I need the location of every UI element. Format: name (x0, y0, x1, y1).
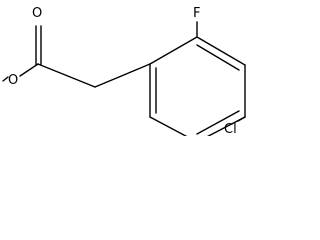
atom-ester-oxygen: O (8, 73, 18, 88)
ring-inner-double-2 (196, 110, 240, 135)
ring-bond-1 (149, 36, 198, 65)
ring-bond-4 (207, 116, 246, 136)
ring-bond-5 (149, 116, 188, 136)
bond-methyl-oxygen (2, 76, 9, 82)
bond-ch2-ch2 (94, 63, 151, 88)
atom-carbonyl-oxygen: O (32, 6, 42, 21)
bond-oxygen-carbonyl (19, 63, 39, 77)
atom-chlorine: Cl (224, 122, 237, 136)
ring-inner-double-1 (196, 44, 240, 71)
atom-fluorine: F (193, 6, 200, 21)
bond-carbonyl-ch2 (37, 63, 96, 88)
ring-bond-2 (196, 36, 246, 66)
bond-ring-chlorine (237, 116, 246, 122)
structure-diagram: O O F Cl (2, 6, 246, 136)
